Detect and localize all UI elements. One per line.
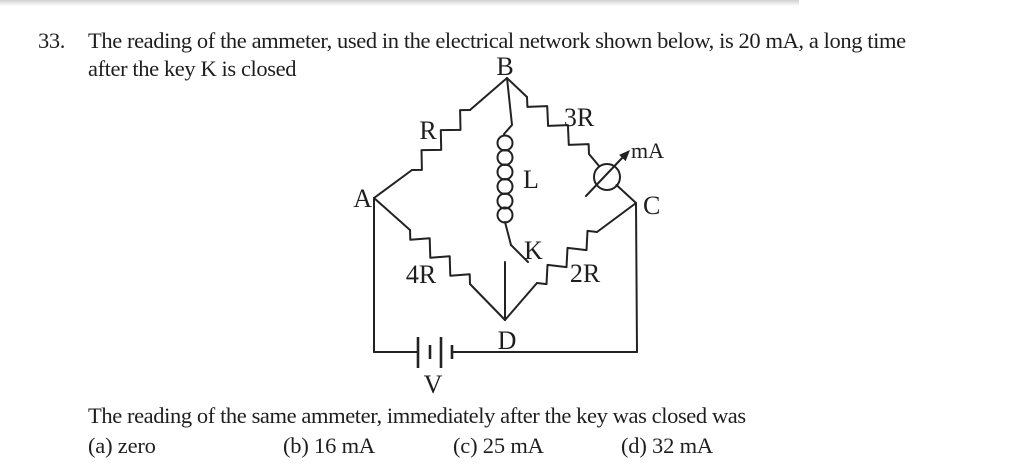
battery-v-label: V xyxy=(424,370,443,399)
inductor-l-label: L xyxy=(523,165,539,194)
resistor-2r-zigzag xyxy=(536,229,598,286)
wire-3r-to-ammeter xyxy=(588,153,600,167)
inductor-coil-loop xyxy=(496,178,514,195)
scan-artifact-top xyxy=(0,0,799,6)
wire-b-to-3r xyxy=(506,77,528,98)
option-a: (a) zero xyxy=(88,433,156,458)
wire-a-to-4r xyxy=(373,197,411,231)
node-b-label: B xyxy=(496,52,513,81)
wire-2r-to-c xyxy=(596,202,637,233)
ammeter-ma-label: mA xyxy=(631,138,664,163)
resistor-r-label: R xyxy=(419,116,437,145)
question-line-2: after the key K is closed xyxy=(88,56,297,81)
wire-c-down xyxy=(635,202,638,353)
followup-question: The reading of the same ammeter, immedia… xyxy=(88,403,746,428)
resistor-3r-zigzag xyxy=(526,96,590,155)
inductor-coil-loop xyxy=(496,149,514,166)
wire-inductor-to-key xyxy=(504,221,512,246)
question-line-1: The reading of the ammeter, used in the … xyxy=(88,28,906,53)
wire-4r-to-d xyxy=(469,283,506,321)
ammeter-circle xyxy=(593,163,621,191)
key-k-label: K xyxy=(524,236,543,265)
wire-a-to-r xyxy=(373,169,413,199)
inductor-coil-loop xyxy=(496,206,514,224)
inductor-coil-loop xyxy=(496,192,514,210)
ammeter-arrow-head xyxy=(619,150,630,162)
resistor-4r-zigzag xyxy=(409,229,471,285)
option-b: (b) 16 mA xyxy=(283,433,375,458)
resistor-3r-label: 3R xyxy=(564,103,595,132)
resistor-r-zigzag xyxy=(411,109,471,171)
node-c-label: C xyxy=(643,191,660,220)
resistor-2r-label: 2R xyxy=(570,259,601,288)
wire-ammeter-to-c xyxy=(615,184,637,204)
wire-d-to-2r xyxy=(504,282,538,321)
inductor-coil-loop xyxy=(496,134,514,152)
question-number: 33. xyxy=(38,28,65,53)
node-a-label: A xyxy=(353,184,372,213)
key-switch-blade xyxy=(510,244,529,263)
option-c: (c) 25 mA xyxy=(453,433,544,458)
inductor-coil-loop xyxy=(496,163,514,181)
wire-r-to-b xyxy=(469,77,508,111)
wire-b-to-inductor xyxy=(503,77,513,135)
option-d: (d) 32 mA xyxy=(621,433,713,458)
ammeter-arrow-shaft xyxy=(585,156,624,197)
node-d-label: D xyxy=(498,326,517,355)
resistor-4r-label: 4R xyxy=(406,260,437,289)
